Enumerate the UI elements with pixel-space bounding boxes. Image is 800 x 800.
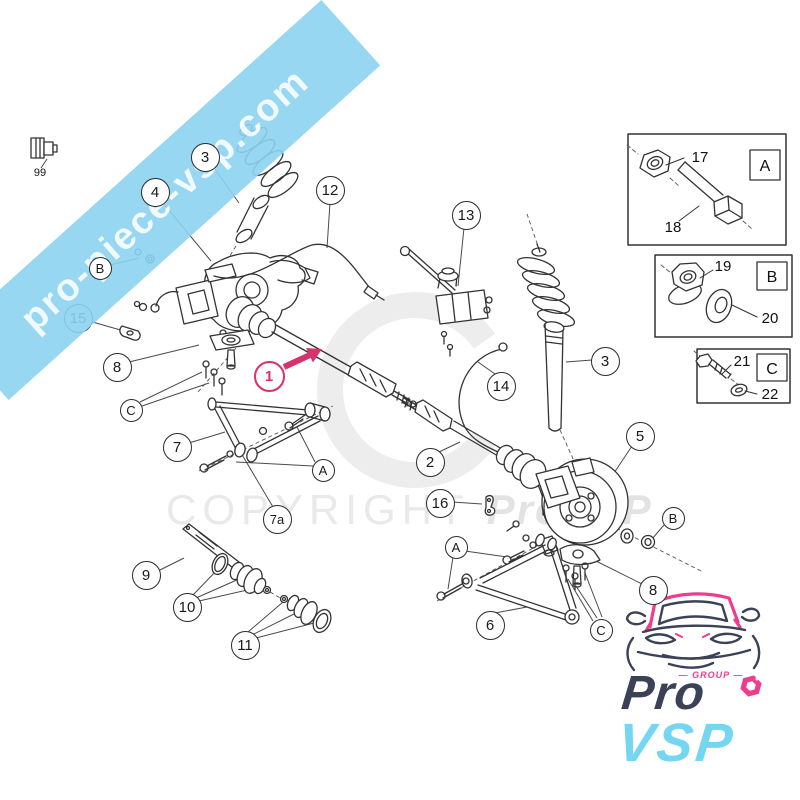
detail-box-a-letter: A — [760, 158, 771, 175]
callout-b: B — [88, 256, 112, 280]
callout-12: 12 — [315, 175, 345, 205]
part-label-18: 18 — [665, 219, 682, 236]
callout-7a: 7a — [262, 504, 292, 534]
detail-box-a-letter-frame — [749, 149, 781, 181]
part-99-icon — [30, 137, 58, 159]
washer-20-drawing — [705, 288, 733, 324]
callout-3: 3 — [590, 346, 620, 376]
callout-c: C — [119, 398, 143, 422]
logo-car-icon — [625, 592, 761, 672]
hub-nut-washer — [620, 528, 656, 550]
highlight-arrow — [282, 348, 322, 370]
logo-group-text: — GROUP — — [678, 670, 744, 680]
lower-arm-right — [461, 533, 580, 625]
pivot-bracket-right — [559, 544, 601, 588]
part-label-22: 22 — [762, 386, 779, 403]
callout-11: 11 — [230, 630, 260, 660]
washer-22-drawing — [730, 383, 748, 397]
callout-6: 6 — [475, 610, 505, 640]
nut-17-drawing — [639, 149, 671, 178]
callout-9: 9 — [131, 560, 161, 590]
arm-bolts-bottom — [436, 550, 525, 601]
copyright-watermark-word: COPYRIGHT — [166, 486, 469, 533]
retaining-clip-16 — [484, 494, 496, 516]
callout-a: A — [444, 535, 468, 559]
cv-boot-kit-10 — [211, 552, 272, 595]
callout-13: 13 — [451, 200, 481, 230]
part-label-20: 20 — [762, 310, 779, 327]
callout-16: 16 — [425, 488, 455, 518]
master-cylinder-13 — [399, 245, 493, 357]
detail-box-b-letter: B — [767, 269, 778, 286]
wheel-hub-assembly — [506, 457, 629, 557]
callout-5: 5 — [625, 421, 655, 451]
bolt-18-drawing — [677, 161, 743, 225]
logo-hex-nut-icon — [740, 675, 762, 697]
callout-4: 4 — [140, 177, 170, 207]
detail-box-c-letter-frame — [756, 353, 788, 382]
callout-c: C — [589, 618, 613, 642]
bolt-21-drawing — [695, 353, 732, 379]
detail-box-c-letter: C — [766, 361, 778, 378]
pivot-bracket-left — [202, 329, 255, 396]
callout-14: 14 — [486, 371, 516, 401]
brake-pipe-12 — [213, 243, 385, 301]
callout-a: A — [311, 458, 335, 482]
clip-15 — [119, 325, 141, 341]
part-label-19: 19 — [715, 258, 732, 275]
detail-box-b-letter-frame — [756, 261, 788, 291]
detail-box-c — [693, 348, 791, 404]
detail-box-b — [654, 254, 793, 338]
part-99-label: 99 — [34, 167, 46, 179]
lower-arm-left — [199, 397, 331, 473]
callout-10: 10 — [172, 592, 202, 622]
nut-19-drawing — [668, 262, 705, 305]
callout-1: 1 — [253, 360, 285, 392]
part-label-21: 21 — [734, 353, 751, 370]
detail-box-a — [626, 133, 787, 246]
callout-2: 2 — [415, 447, 445, 477]
callout-8: 8 — [102, 352, 132, 382]
cv-boot-kit-11 — [279, 594, 332, 634]
callout-b: B — [661, 506, 685, 530]
callout-7: 7 — [162, 432, 192, 462]
callout-8: 8 — [638, 575, 668, 605]
callout-3: 3 — [190, 142, 220, 172]
front-strut-right — [516, 243, 576, 432]
logo-vsp-text: VSP — [614, 713, 739, 773]
part-label-17: 17 — [692, 149, 709, 166]
